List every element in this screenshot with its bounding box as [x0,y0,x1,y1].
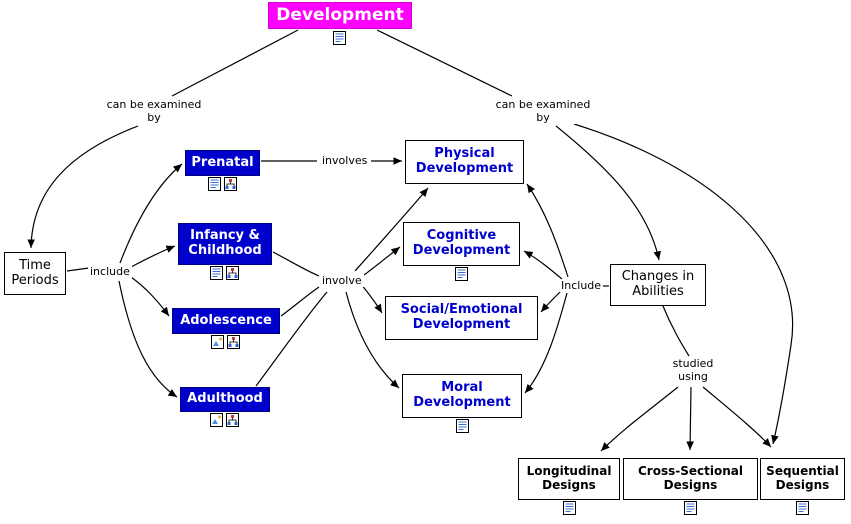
node-social-emotional-development-label: Social/Emotional Development [400,302,523,332]
hierarchy-icon[interactable] [226,413,239,427]
document-icon[interactable] [333,31,346,45]
development-resource-icons [333,31,346,45]
node-adulthood-label: Adulthood [187,391,263,407]
document-icon[interactable] [210,266,223,280]
node-longitudinal-designs[interactable]: Longitudinal Designs [518,458,620,500]
node-infancy-childhood-label: Infancy & Childhood [188,228,262,258]
document-icon[interactable] [455,267,468,281]
link-label-can-be-examined-by-right[interactable]: can be examined by [486,98,600,125]
image-icon[interactable] [210,413,223,427]
document-icon[interactable] [563,501,576,515]
node-changes-in-abilities-label: Changes in Abilities [621,269,695,299]
node-cognitive-development-label: Cognitive Development [412,228,511,258]
link-label-include-left[interactable]: include [88,265,132,279]
link-label-studied-using[interactable]: studied using [666,357,720,384]
link-label-include-right[interactable]: Include [559,279,604,293]
hierarchy-icon[interactable] [227,335,240,349]
node-moral-development-label: Moral Development [413,380,511,410]
infancy-resource-icons [210,266,239,280]
document-icon[interactable] [684,501,697,515]
node-prenatal-label: Prenatal [191,154,254,170]
adolescence-resource-icons [211,335,240,349]
node-changes-in-abilities[interactable]: Changes in Abilities [610,264,706,306]
prenatal-resource-icons [208,177,237,191]
node-adolescence[interactable]: Adolescence [172,308,280,334]
sequential-resource-icons [796,501,809,515]
moral-resource-icons [456,419,469,433]
node-adulthood[interactable]: Adulthood [180,387,270,412]
node-cross-sectional-designs-label: Cross-Sectional Designs [638,464,743,492]
node-cognitive-development[interactable]: Cognitive Development [403,222,520,266]
image-icon[interactable] [211,335,224,349]
document-icon[interactable] [456,419,469,433]
node-longitudinal-designs-label: Longitudinal Designs [526,464,612,492]
document-icon[interactable] [796,501,809,515]
hierarchy-icon[interactable] [226,266,239,280]
node-development[interactable]: Development [268,2,412,29]
cognitive-resource-icons [455,267,468,281]
node-social-emotional-development[interactable]: Social/Emotional Development [385,296,538,340]
node-time-periods-label: Time Periods [11,257,59,288]
link-label-can-be-examined-by-left[interactable]: can be examined by [97,98,211,125]
node-prenatal[interactable]: Prenatal [185,150,260,176]
node-adolescence-label: Adolescence [180,312,272,328]
node-development-label: Development [276,4,404,25]
link-label-involves[interactable]: involves [320,154,370,168]
document-icon[interactable] [208,177,221,191]
node-sequential-designs-label: Sequential Designs [766,464,839,492]
node-moral-development[interactable]: Moral Development [402,374,522,418]
node-physical-development-label: Physical Development [415,146,514,176]
node-physical-development[interactable]: Physical Development [405,140,524,184]
node-time-periods[interactable]: Time Periods [4,252,66,295]
hierarchy-icon[interactable] [224,177,237,191]
node-cross-sectional-designs[interactable]: Cross-Sectional Designs [623,458,758,500]
node-infancy-childhood[interactable]: Infancy & Childhood [178,223,272,265]
node-sequential-designs[interactable]: Sequential Designs [760,458,845,500]
adulthood-resource-icons [210,413,239,427]
link-label-involve[interactable]: involve [320,274,364,288]
cross-sectional-resource-icons [684,501,697,515]
longitudinal-resource-icons [563,501,576,515]
